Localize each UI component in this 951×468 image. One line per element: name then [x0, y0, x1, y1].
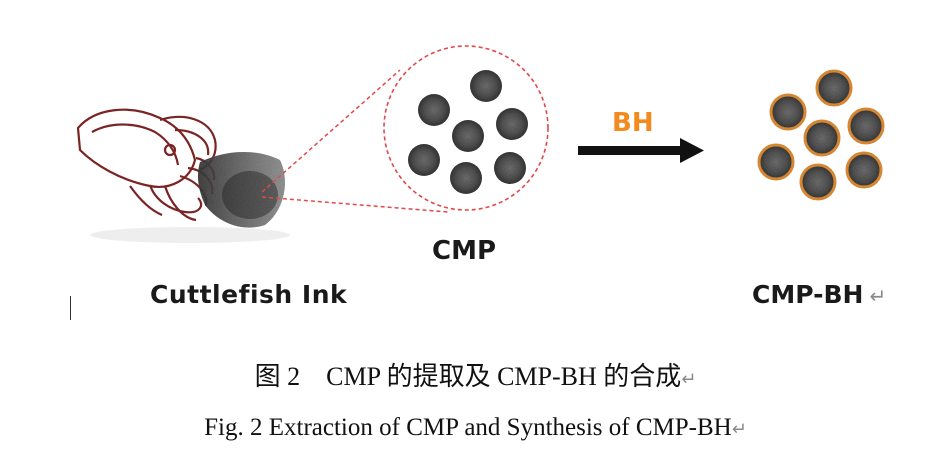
cmp-particle [408, 144, 440, 176]
extraction-figure [76, 45, 885, 243]
cmp-bh-label-text: CMP-BH [752, 280, 864, 309]
caption-chinese: 图 2 CMP 的提取及 CMP-BH 的合成↵ [0, 356, 951, 393]
coated-particle [815, 69, 853, 107]
zoom-line-bottom [261, 196, 449, 213]
coated-particle [799, 163, 837, 201]
arrow-label-bh: BH [612, 108, 654, 138]
caption-english: Fig. 2 Extraction of CMP and Synthesis o… [0, 414, 951, 442]
return-mark-icon: ↵ [869, 284, 887, 308]
cuttlefish-ink-label: Cuttlefish Ink [150, 280, 348, 309]
cmp-bh-label: CMP-BH↵ [752, 280, 886, 309]
zoom-line-top [261, 69, 401, 193]
return-mark-icon: ↵ [681, 369, 697, 390]
coated-particle [769, 93, 807, 131]
reaction-arrow [578, 138, 704, 163]
cmp-particle [470, 70, 502, 102]
caption-chinese-text: 图 2 CMP 的提取及 CMP-BH 的合成 [254, 362, 682, 391]
coated-particle [845, 151, 883, 189]
coated-particle [847, 107, 885, 145]
cmp-particle [418, 94, 450, 126]
cmp-particle [496, 108, 528, 140]
squid-illustration-icon [76, 108, 290, 243]
cmp-particle [452, 120, 484, 152]
caption-english-text: Fig. 2 Extraction of CMP and Synthesis o… [204, 414, 732, 441]
coated-particle [803, 119, 841, 157]
cmp-bh-particles [757, 69, 885, 201]
cmp-particle [450, 162, 482, 194]
coated-particle [757, 143, 795, 181]
return-mark-icon: ↵ [731, 419, 747, 440]
text-cursor [70, 296, 71, 320]
cmp-particles [408, 70, 528, 194]
cmp-label: CMP [432, 236, 497, 266]
cmp-particle [494, 152, 526, 184]
